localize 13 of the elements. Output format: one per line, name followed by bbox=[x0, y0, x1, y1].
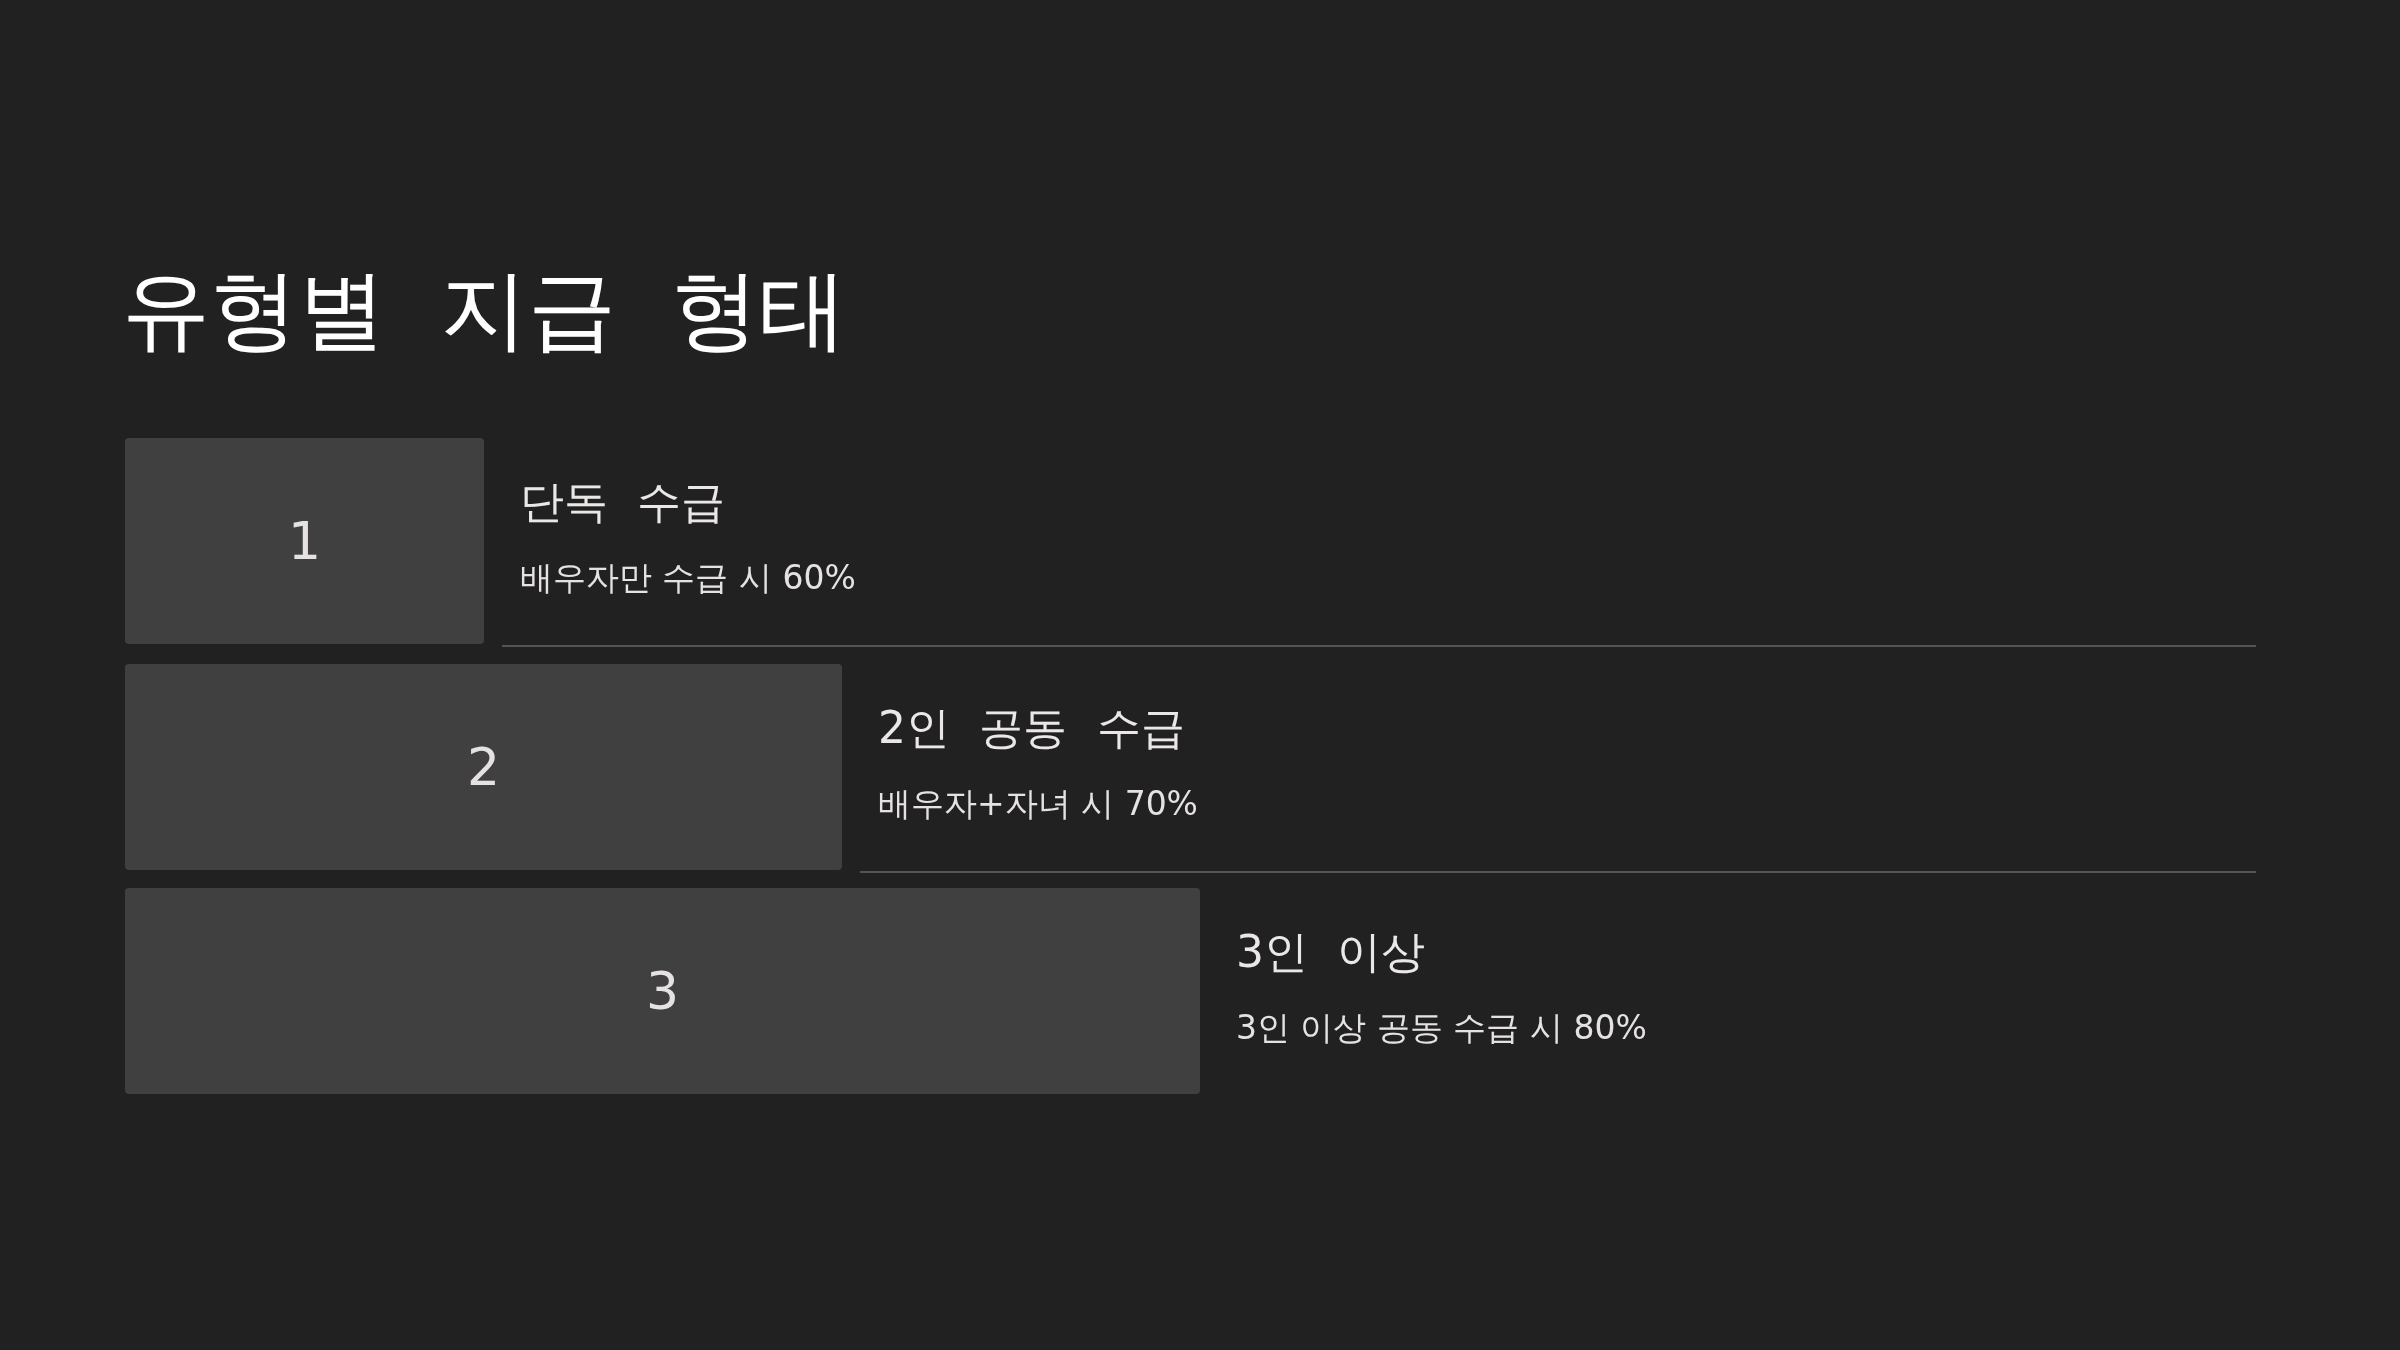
slide-title: 유형별 지급 형태 bbox=[122, 257, 847, 363]
item-description: 배우자만 수급 시 60% bbox=[520, 557, 856, 599]
item-description: 배우자+자녀 시 70% bbox=[878, 783, 1198, 825]
step-bar bbox=[125, 438, 484, 644]
step-number: 2 bbox=[466, 736, 501, 799]
item-heading: 단독 수급 bbox=[520, 475, 726, 529]
item-description: 3인 이상 공동 수급 시 80% bbox=[1236, 1007, 1647, 1049]
step-number: 3 bbox=[645, 960, 680, 1023]
step-bar bbox=[125, 888, 1200, 1094]
item-heading: 2인 공동 수급 bbox=[878, 701, 1185, 755]
step-bar bbox=[125, 664, 842, 870]
item-heading: 3인 이상 bbox=[1236, 925, 1426, 979]
step-number: 1 bbox=[287, 510, 322, 573]
